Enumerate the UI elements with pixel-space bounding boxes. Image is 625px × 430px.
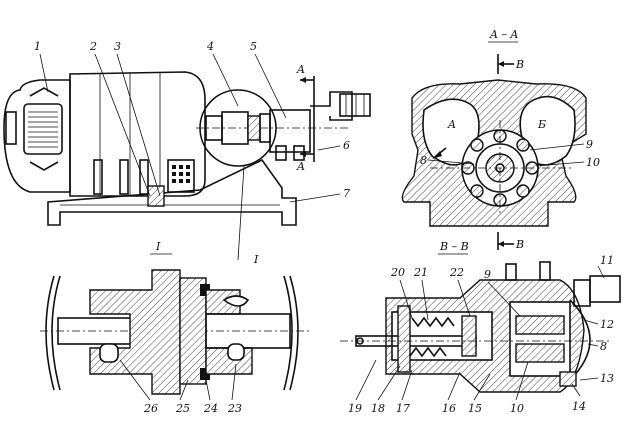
callout-9a: 9: [586, 138, 593, 151]
section-mark-b-bottom: B: [515, 238, 524, 251]
discharge-pipe: [310, 91, 353, 121]
callout-4: 4: [206, 40, 214, 53]
discharge-chamber: [519, 95, 576, 166]
section-aa-title: A – A: [489, 28, 518, 41]
callout-23: 23: [227, 402, 242, 415]
callout-21: 21: [413, 266, 428, 279]
motor-end-cap: [3, 79, 71, 193]
callout-6: 6: [343, 139, 350, 152]
callout-16: 16: [442, 402, 456, 415]
pump-body: [269, 109, 311, 153]
break-line-right: [283, 275, 293, 391]
detail-i-view: I 26 25 24 23: [40, 240, 310, 415]
callout-22: 22: [449, 266, 464, 279]
callout-13: 13: [600, 372, 614, 385]
callout-24: 24: [203, 402, 218, 415]
section-bb-title: B – B: [439, 240, 469, 253]
callout-18: 18: [371, 402, 385, 415]
outlet-fitting: [589, 275, 621, 303]
callout-19: 19: [348, 402, 362, 415]
callout-10b: 10: [510, 402, 524, 415]
spring-lower: [403, 346, 447, 358]
rotor-cavity: [509, 301, 571, 377]
chamber-label-a: A: [447, 118, 456, 131]
callout-26: 26: [143, 402, 158, 415]
callout-8a: 8: [420, 154, 427, 167]
callout-1: 1: [34, 40, 41, 53]
pump-shaft: [205, 313, 291, 349]
callout-12: 12: [600, 318, 614, 331]
callout-8b: 8: [600, 340, 607, 353]
section-bb-view: B – B: [340, 240, 621, 415]
spring-upper: [411, 316, 455, 328]
callout-17: 17: [396, 402, 410, 415]
section-mark-b-top: B: [515, 58, 524, 71]
section-mark-a-top: A: [296, 63, 305, 76]
coupling-hub-motor-side: [89, 269, 181, 395]
mount-bolt: [147, 185, 165, 207]
break-line-left: [45, 275, 55, 391]
pump-assembly-elevation: A A 1 2 3 4 5 6 7 I: [3, 40, 371, 266]
base-frame: [47, 158, 297, 226]
callout-10a: 10: [586, 156, 600, 169]
callout-15: 15: [468, 402, 482, 415]
callout-2: 2: [89, 40, 97, 53]
callout-9b: 9: [484, 268, 491, 281]
callout-25: 25: [175, 402, 190, 415]
callout-7: 7: [343, 187, 350, 200]
detail-mark-i: I: [253, 253, 259, 266]
end-cover: [569, 299, 591, 381]
section-mark-a-bottom: A: [296, 160, 305, 173]
motor-foot-left: [93, 159, 103, 195]
motor-cooling-fins: [23, 87, 63, 171]
callout-5: 5: [250, 40, 257, 53]
section-aa-view: A – A B A Б: [401, 28, 600, 251]
detail-title: I: [155, 240, 161, 253]
callout-20: 20: [390, 266, 405, 279]
callout-3: 3: [114, 40, 121, 53]
callout-14: 14: [572, 400, 586, 413]
pipe-fitting: [339, 93, 371, 117]
chamber-label-b: Б: [537, 118, 546, 131]
terminal-box: [167, 159, 195, 193]
callout-11: 11: [600, 254, 614, 267]
motor-housing: [69, 71, 206, 197]
